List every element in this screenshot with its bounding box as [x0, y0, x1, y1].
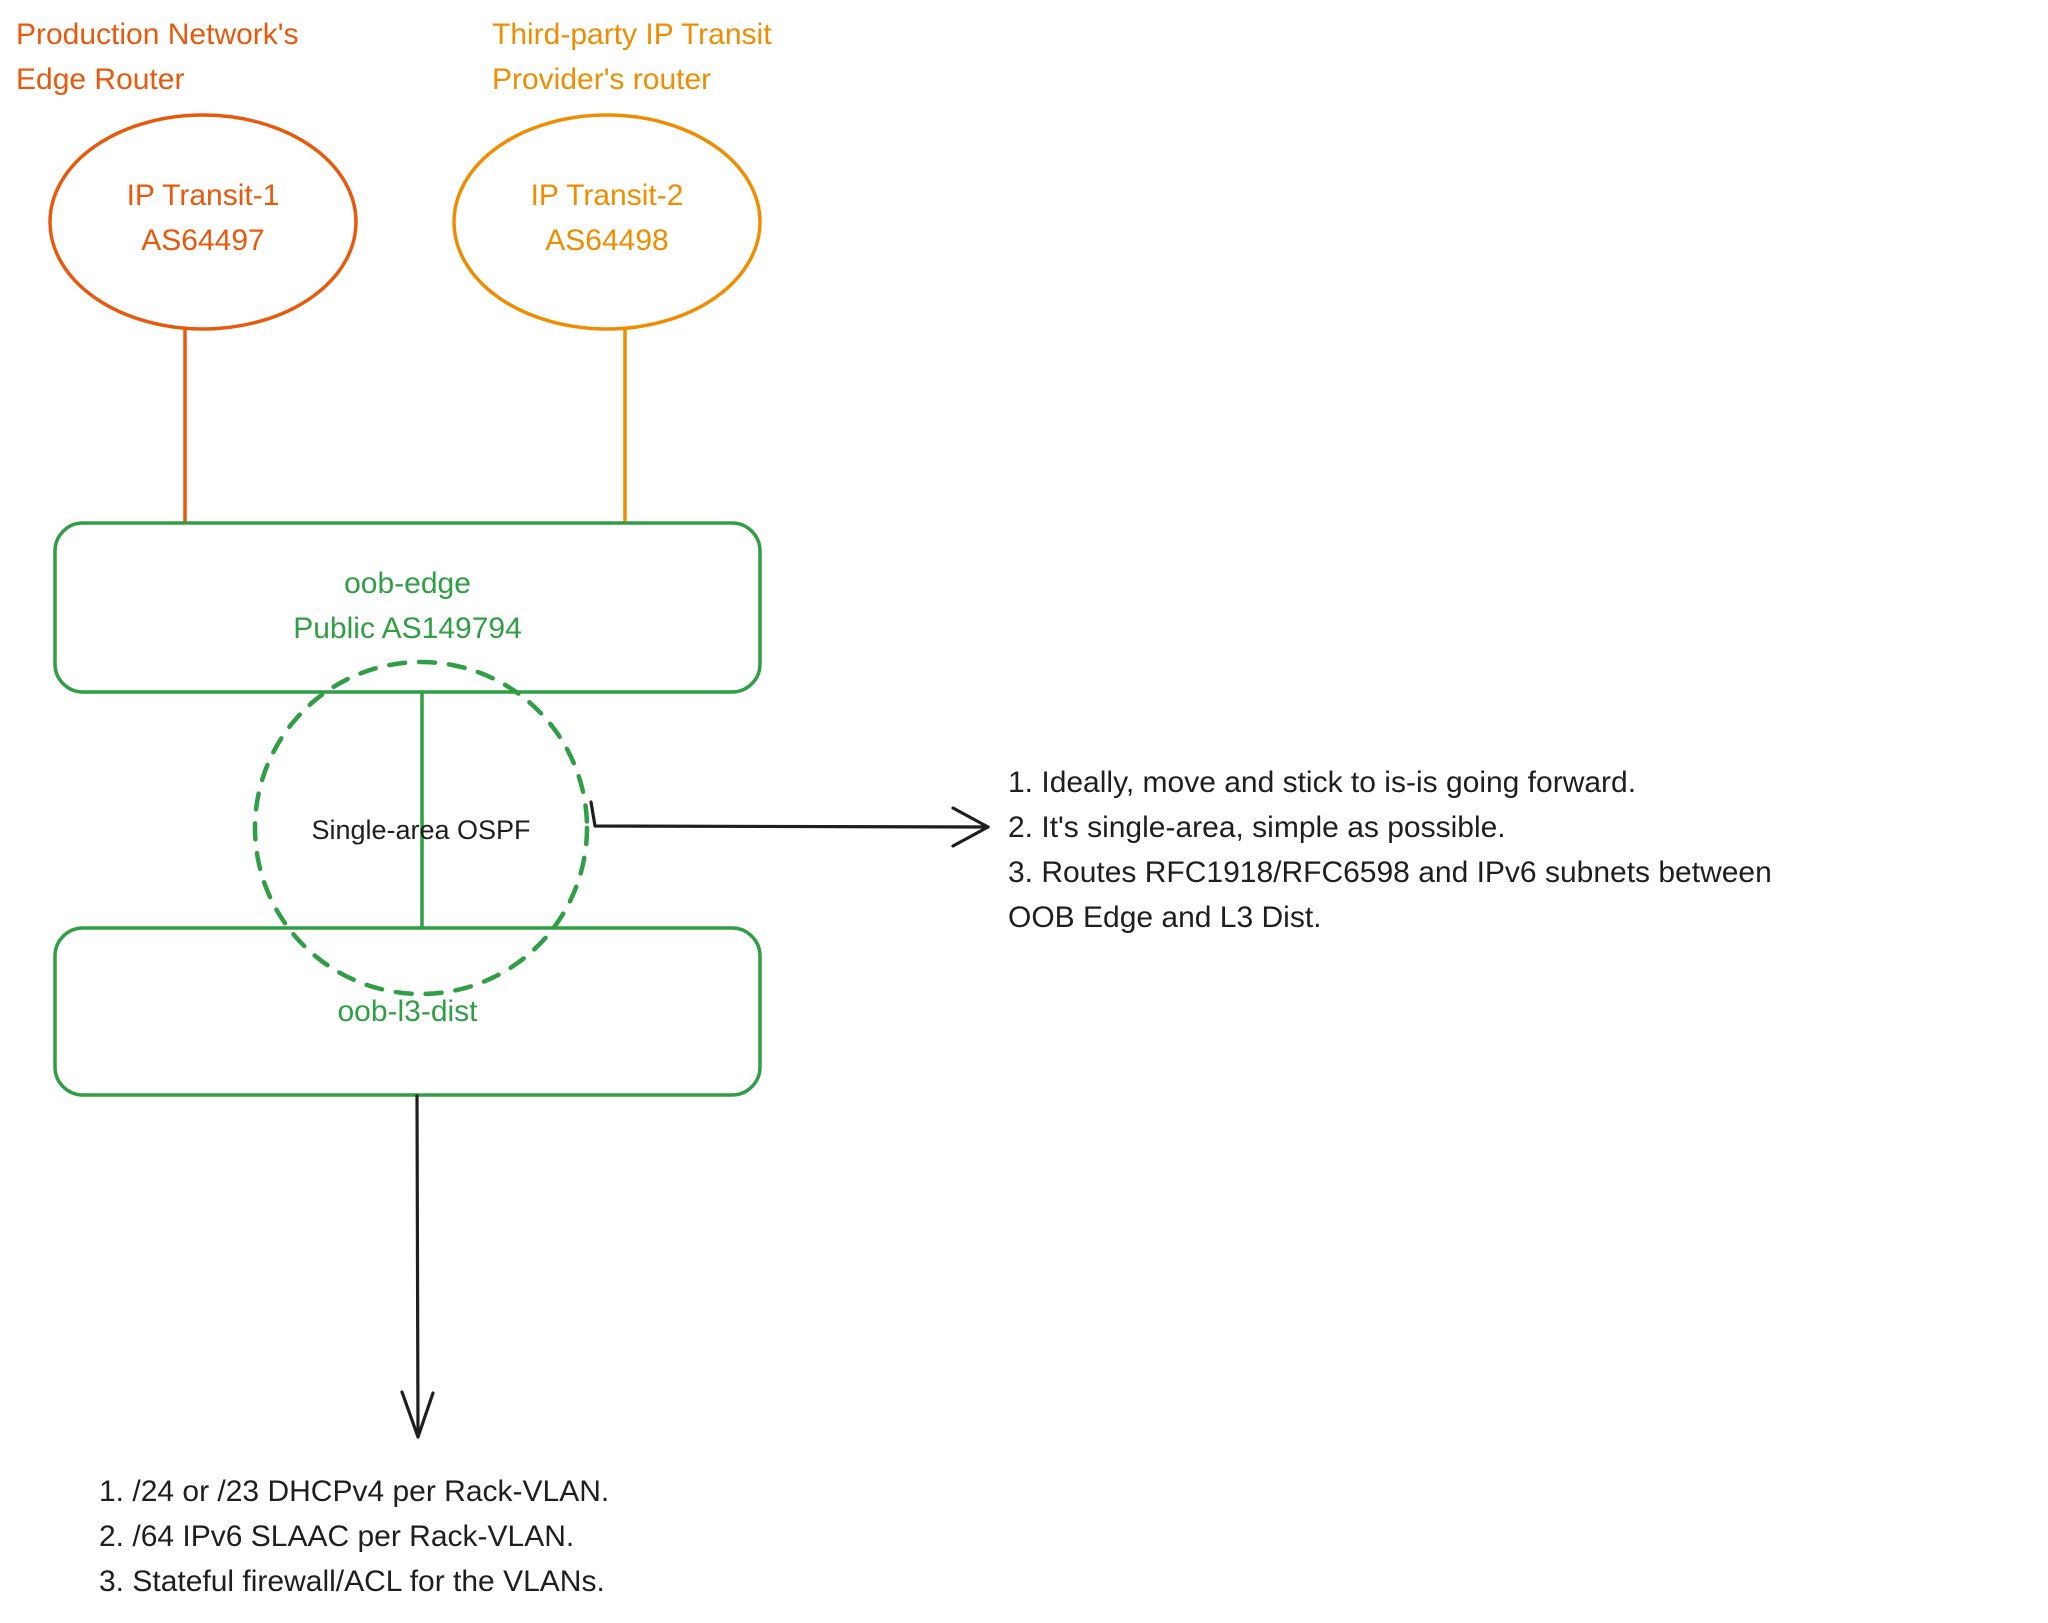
arrow-ospf-note-head	[951, 806, 990, 848]
ospf-note: 1. Ideally, move and stick to is-is goin…	[1008, 766, 1772, 934]
arrow-l3dist-note-head	[400, 1390, 435, 1439]
oob-edge-box	[53, 521, 762, 694]
ip-transit-2-ellipse	[452, 113, 762, 331]
ospf-zone-circle	[252, 659, 590, 997]
arrow-l3dist-note-line	[415, 1094, 420, 1438]
ospf-zone-label: Single-area OSPF	[311, 815, 531, 845]
arrow-ospf-note-line	[589, 800, 990, 829]
ip-transit-1-label: IP Transit-1 AS64497	[126, 179, 280, 257]
oob-edge-label: oob-edge Public AS149794	[293, 567, 522, 645]
ip-transit-1-ellipse	[48, 113, 358, 331]
oob-l3-dist-box	[53, 926, 762, 1097]
oob-l3-dist-label: oob-l3-dist	[337, 995, 478, 1028]
third-party-transit-label: Third-party IP Transit Provider's router	[492, 18, 772, 96]
ip-transit-2-label: IP Transit-2 AS64498	[530, 179, 684, 257]
l3-dist-note: 1. /24 or /23 DHCPv4 per Rack-VLAN. 2. /…	[99, 1475, 610, 1598]
production-edge-router-label: Production Network's Edge Router	[16, 18, 299, 96]
